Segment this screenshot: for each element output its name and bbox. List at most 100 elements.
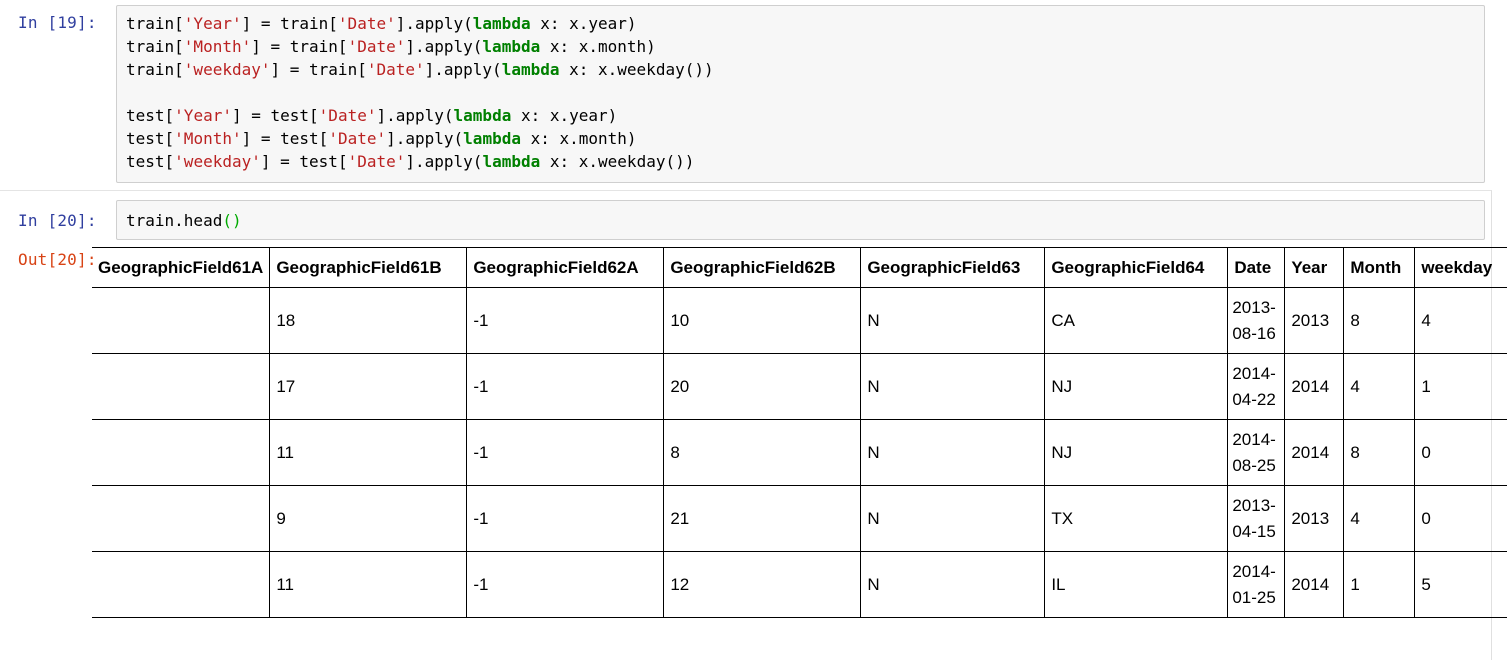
table-cell: TX — [1044, 485, 1229, 552]
code-token: ].apply( — [405, 152, 483, 171]
table-cell: 0 — [1421, 508, 1431, 528]
code-token: ].apply( — [405, 37, 483, 56]
table-cell: 17 — [269, 353, 468, 420]
string-token: 'weekday' — [174, 152, 261, 171]
table-cell: 8 — [1343, 287, 1416, 354]
code-token: x: x.month) — [520, 129, 637, 148]
output-prompt: Out[20]: — [18, 250, 97, 269]
keyword-token: lambda — [482, 37, 541, 56]
table-cell: 1 — [1421, 376, 1431, 396]
column-header: weekday — [1421, 257, 1493, 277]
table-cell: NJ — [1044, 353, 1229, 420]
code-token: x: x.weekday()) — [559, 60, 714, 79]
code-token: ] = test[ — [241, 129, 329, 148]
code-token: x: x.weekday()) — [540, 152, 695, 171]
code-input-area[interactable]: train['Year'] = train['Date'].apply(lamb… — [116, 5, 1485, 183]
keyword-token: lambda — [501, 60, 560, 79]
table-cell — [92, 551, 271, 618]
table-cell: 2013-08-16 — [1227, 287, 1286, 354]
input-prompt: In [20]: — [18, 211, 97, 230]
keyword-token: lambda — [482, 152, 541, 171]
code-token: ].apply( — [386, 129, 464, 148]
code-token: ] = train[ — [241, 14, 338, 33]
table-cell: 1 — [1343, 551, 1416, 618]
table-cell: 4 — [1343, 353, 1416, 420]
code-token: test[ — [126, 106, 175, 125]
code-token: train[ — [126, 60, 184, 79]
table-cell: -1 — [466, 353, 665, 420]
code-token: ] = train[ — [270, 60, 367, 79]
string-token: 'Date' — [328, 129, 387, 148]
table-cell: 4 — [1421, 310, 1431, 330]
code-line: test['Year'] = test['Date'].apply(lambda… — [126, 104, 714, 127]
input-prompt: In [19]: — [18, 13, 97, 32]
code-line: train['Year'] = train['Date'].apply(lamb… — [126, 12, 714, 35]
table-cell: 2013 — [1284, 485, 1345, 552]
code-token: train[ — [126, 37, 184, 56]
string-token: 'Month' — [174, 129, 242, 148]
table-cell: 0 — [1421, 442, 1431, 462]
string-token: 'weekday' — [183, 60, 271, 79]
column-header: Year — [1284, 247, 1345, 288]
column-header: GeographicField61B — [269, 247, 468, 288]
code-parens: () — [222, 211, 242, 230]
string-token: 'Year' — [174, 106, 232, 125]
table-cell: 18 — [269, 287, 468, 354]
code-line: test['weekday'] = test['Date'].apply(lam… — [126, 150, 714, 173]
string-token: 'Year' — [183, 14, 242, 33]
string-token: 'Date' — [347, 37, 406, 56]
code-text[interactable]: train.head() — [126, 209, 242, 232]
code-token: ] = train[ — [251, 37, 348, 56]
table-cell: 2014 — [1284, 353, 1345, 420]
table-cell: N — [860, 353, 1046, 420]
code-token: x: x.year) — [511, 106, 618, 125]
table-cell: 8 — [663, 419, 862, 486]
code-line: train['weekday'] = train['Date'].apply(l… — [126, 58, 714, 81]
table-cell: 12 — [663, 551, 862, 618]
code-cell-20[interactable]: In [20]: train.head() Out[20]: — [0, 190, 1492, 660]
code-token: x: x.year) — [530, 14, 637, 33]
table-cell: N — [860, 551, 1046, 618]
code-text[interactable]: train['Year'] = train['Date'].apply(lamb… — [126, 12, 714, 173]
code-token: ].apply( — [395, 14, 473, 33]
column-header: GeographicField63 — [860, 247, 1046, 288]
code-token: ].apply( — [376, 106, 454, 125]
table-cell: 2014-04-22 — [1227, 353, 1286, 420]
table-cell: 8 — [1343, 419, 1416, 486]
code-cell-19[interactable]: In [19]: train['Year'] = train['Date'].a… — [0, 0, 1492, 188]
table-cell: 20 — [663, 353, 862, 420]
table-cell: N — [860, 485, 1046, 552]
table-cell: 10 — [663, 287, 862, 354]
code-token: test[ — [126, 152, 175, 171]
column-header: GeographicField62A — [466, 247, 665, 288]
column-header: GeographicField62B — [663, 247, 862, 288]
code-input-area[interactable]: train.head() — [116, 200, 1485, 240]
table-cell: -1 — [466, 551, 665, 618]
table-cell: 4 — [1343, 485, 1416, 552]
string-token: 'Month' — [183, 37, 252, 56]
code-token: test[ — [126, 129, 175, 148]
table-cell: 2014 — [1284, 551, 1345, 618]
code-token: ].apply( — [424, 60, 502, 79]
table-cell: IL — [1044, 551, 1229, 618]
table-cell — [92, 419, 271, 486]
table-cell: 21 — [663, 485, 862, 552]
code-call: train.head — [126, 211, 223, 230]
code-line: test['Month'] = test['Date'].apply(lambd… — [126, 127, 714, 150]
table-cell: 2014-01-25 — [1227, 551, 1286, 618]
table-cell: -1 — [466, 419, 665, 486]
table-cell — [92, 287, 271, 354]
code-token: ] = test[ — [260, 152, 348, 171]
keyword-token: lambda — [472, 14, 531, 33]
table-cell: N — [860, 419, 1046, 486]
code-token: ] = test[ — [231, 106, 319, 125]
code-token: x: x.month) — [540, 37, 656, 56]
table-cell: 11 — [269, 551, 468, 618]
string-token: 'Date' — [318, 106, 377, 125]
